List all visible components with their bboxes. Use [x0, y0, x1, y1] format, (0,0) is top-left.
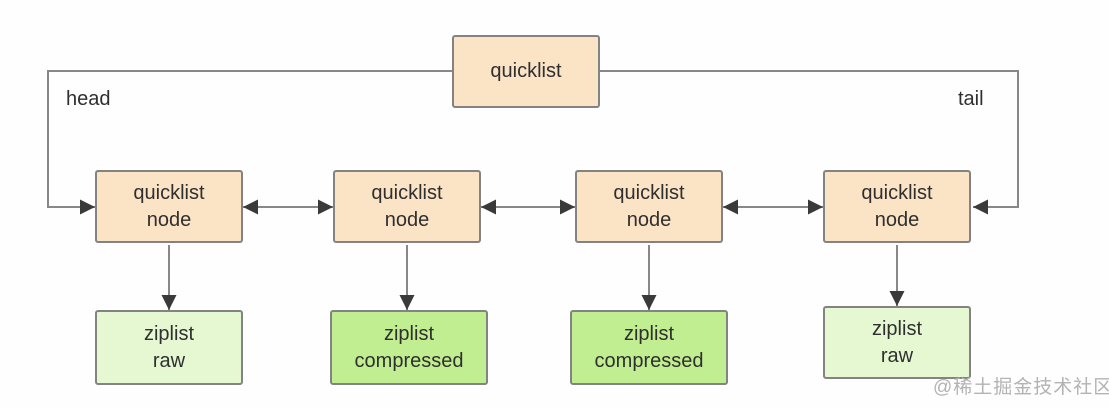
- quicklist-label: quicklist: [490, 60, 562, 82]
- quicklist-node-box-3: quicklist node: [575, 170, 723, 243]
- ziplist-label-line: ziplist: [871, 317, 922, 340]
- ziplist-label-line: raw: [880, 344, 914, 367]
- ziplist-label-line: ziplist: [143, 322, 194, 345]
- head-label: head: [66, 88, 111, 110]
- quicklist-node-box-1: quicklist node: [95, 170, 243, 243]
- ziplist-label-line: raw: [152, 349, 186, 372]
- head-connector-line: [47, 70, 452, 215]
- ziplist-label-line: ziplist: [623, 322, 674, 345]
- quicklist-box: quicklist: [452, 35, 600, 108]
- node-label-line: quicklist: [613, 181, 685, 204]
- watermark: @稀土掘金技术社区: [933, 377, 1109, 398]
- node-label-line: node: [874, 208, 920, 231]
- quicklist-node-box-4: quicklist node: [823, 170, 971, 243]
- node-label-line: quicklist: [133, 181, 205, 204]
- node-label-line: quicklist: [861, 181, 933, 204]
- ziplist-label-line: ziplist: [383, 322, 434, 345]
- node-label-line: node: [626, 208, 672, 231]
- node-label-line: node: [384, 208, 430, 231]
- node-label-line: node: [146, 208, 192, 231]
- ziplist-raw-box-2: ziplist raw: [823, 306, 971, 379]
- tail-connector-line: [600, 70, 1019, 215]
- ziplist-label-line: compressed: [354, 349, 464, 372]
- ziplist-raw-box-1: ziplist raw: [95, 310, 243, 385]
- ziplist-compressed-box-1: ziplist compressed: [330, 310, 488, 385]
- node-label-line: quicklist: [371, 181, 443, 204]
- ziplist-label-line: compressed: [594, 349, 704, 372]
- ziplist-compressed-box-2: ziplist compressed: [570, 310, 728, 385]
- quicklist-node-box-2: quicklist node: [333, 170, 481, 243]
- tail-label: tail: [958, 88, 984, 110]
